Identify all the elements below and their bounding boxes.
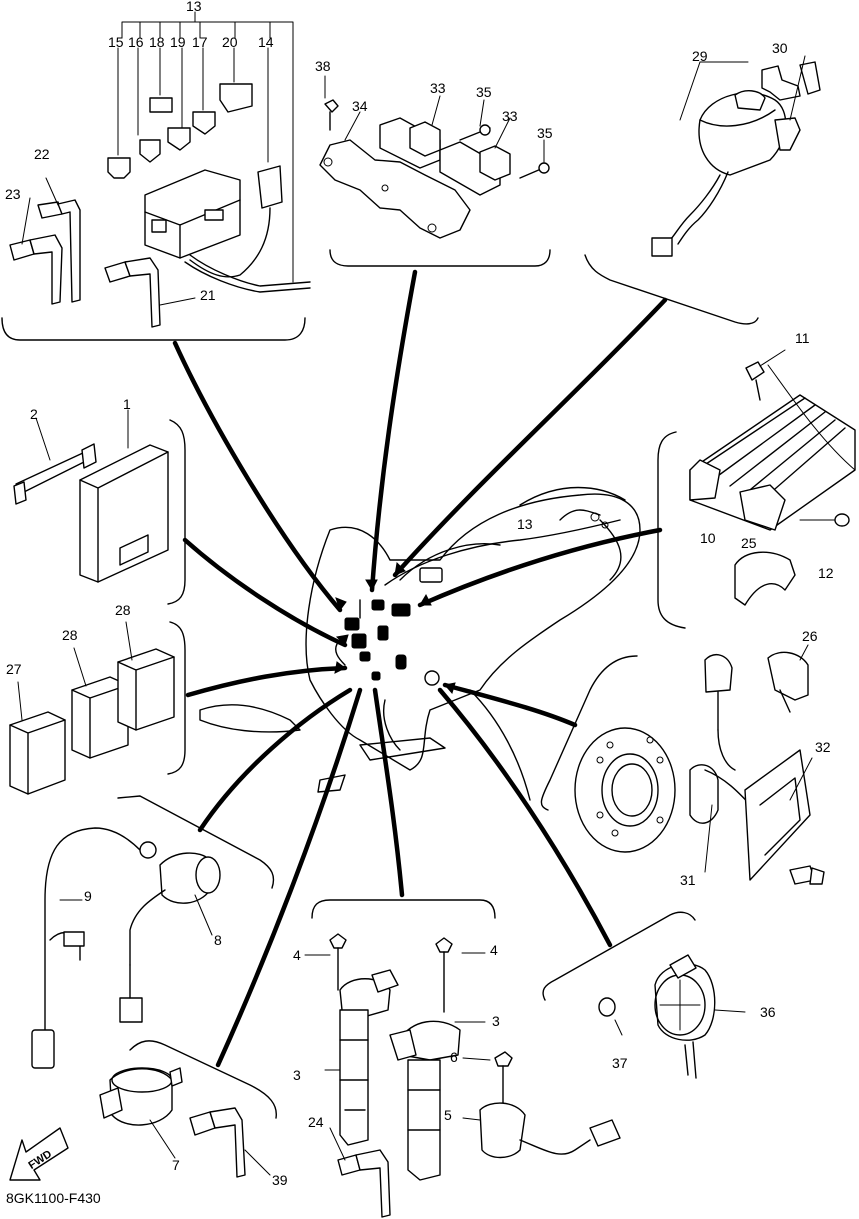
- callout-17: 17: [192, 34, 208, 50]
- callout-4-b: 4: [490, 942, 498, 958]
- diagram-code: 8GK1100-F430: [6, 1190, 101, 1206]
- callout-27: 27: [6, 661, 22, 677]
- ignition-coil-group: [304, 933, 621, 1218]
- callout-20: 20: [222, 34, 238, 50]
- callout-22: 22: [34, 146, 50, 162]
- callout-37: 37: [612, 1055, 628, 1071]
- callout-30: 30: [772, 40, 788, 56]
- callout-38: 38: [315, 58, 331, 74]
- lower-sensor-group: [99, 1067, 271, 1178]
- callout-36: 36: [760, 1004, 776, 1020]
- callout-25: 25: [741, 535, 757, 551]
- callout-28-b: 28: [62, 627, 78, 643]
- group-brackets: [1, 249, 759, 1119]
- callout-1: 1: [123, 396, 131, 412]
- relays-group: [9, 621, 175, 795]
- callout-9: 9: [84, 888, 92, 904]
- callout-8: 8: [214, 932, 222, 948]
- callout-24: 24: [308, 1114, 324, 1130]
- callout-29: 29: [692, 48, 708, 64]
- callout-14: 14: [258, 34, 274, 50]
- callout-33-a: 33: [430, 80, 446, 96]
- callout-2: 2: [30, 406, 38, 422]
- callout-16: 16: [128, 34, 144, 50]
- callout-7: 7: [172, 1157, 180, 1173]
- callout-19: 19: [170, 34, 186, 50]
- main-switch-group: [651, 55, 821, 257]
- callout-10: 10: [700, 530, 716, 546]
- relay-bracket-group: [319, 75, 550, 239]
- callout-numbers: 13 15 16 18 19 17 20 14 22 23 21 38 34 3…: [5, 0, 834, 1188]
- callout-18: 18: [149, 34, 165, 50]
- fwd-arrow-icon: FWD: [9, 1127, 69, 1181]
- callout-39: 39: [272, 1172, 288, 1188]
- callout-12: 12: [818, 565, 834, 581]
- callout-21: 21: [200, 287, 216, 303]
- callout-34: 34: [352, 98, 368, 114]
- horn-group: [598, 954, 746, 1079]
- callout-33-b: 33: [502, 108, 518, 124]
- callout-6: 6: [450, 1049, 458, 1065]
- callout-26: 26: [802, 628, 818, 644]
- callout-23: 23: [5, 186, 21, 202]
- fuse-box-group: [9, 11, 311, 328]
- sensor-switch-group: [31, 827, 221, 1069]
- leader-lines: [172, 269, 668, 1068]
- pickup-coil-group: [574, 644, 825, 885]
- callout-5: 5: [444, 1107, 452, 1123]
- callout-32: 32: [815, 739, 831, 755]
- callout-4-a: 4: [293, 947, 301, 963]
- callout-31: 31: [680, 872, 696, 888]
- callout-35-b: 35: [537, 125, 553, 141]
- callout-11: 11: [795, 330, 810, 346]
- callout-3-a: 3: [492, 1013, 500, 1029]
- callout-35-a: 35: [476, 84, 492, 100]
- callout-13-top: 13: [186, 0, 202, 14]
- motorcycle-frame: [199, 486, 641, 801]
- ecu-group: [13, 409, 169, 583]
- callout-13: 13: [517, 516, 533, 532]
- regulator-group: [689, 349, 856, 606]
- callout-28-a: 28: [115, 602, 131, 618]
- callout-15: 15: [108, 34, 124, 50]
- callout-3-b: 3: [293, 1067, 301, 1083]
